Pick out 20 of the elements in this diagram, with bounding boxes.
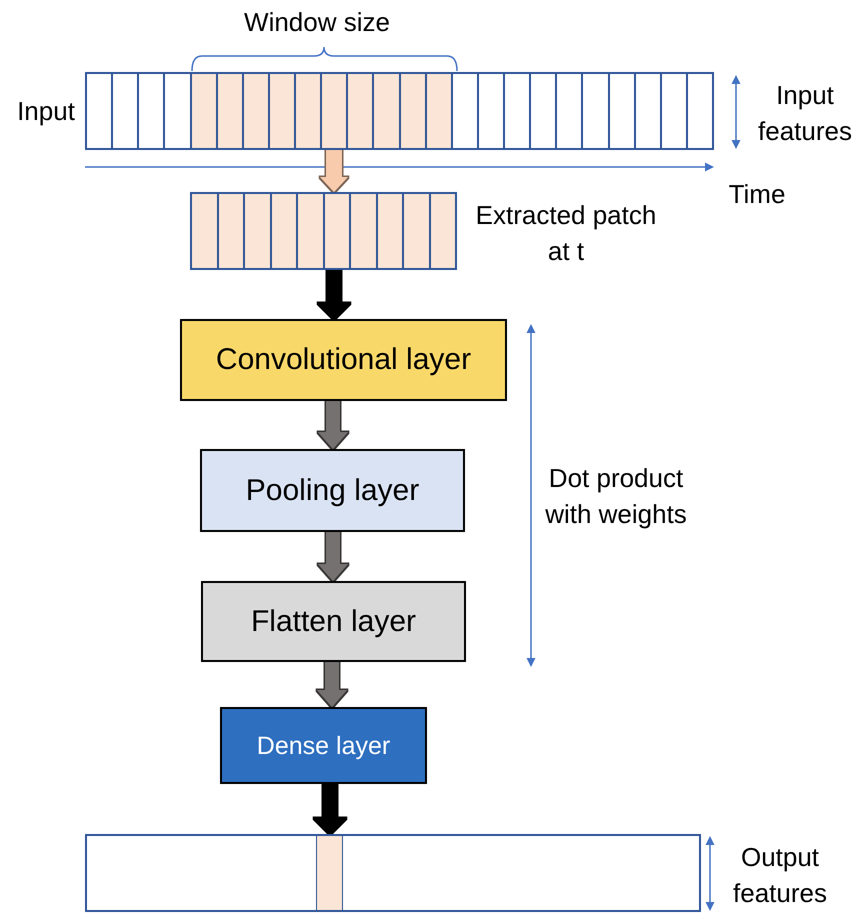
arrow: [318, 532, 348, 581]
layer-box: Convolutional layer: [180, 319, 507, 401]
layer-box: Flatten layer: [201, 581, 466, 662]
patch-strip: [190, 192, 457, 270]
layer-box: Pooling layer: [200, 449, 465, 532]
arrow: [320, 150, 348, 192]
strip-label: Input: [17, 95, 75, 128]
arrow: [314, 784, 346, 834]
strip-label: Extracted patch at t: [474, 199, 658, 268]
arrow: [318, 270, 350, 319]
dimension-label: Dot product with weights: [544, 462, 688, 531]
output-strip: [85, 834, 701, 912]
arrow: [318, 401, 348, 449]
dimension-label: Output features: [732, 841, 828, 910]
dimension-label: Input features: [757, 79, 853, 148]
input-strip: [85, 72, 714, 150]
arrow: [317, 662, 347, 707]
bracket-label: Window size: [244, 6, 390, 39]
axis-label: Time: [728, 178, 786, 211]
layer-box: Dense layer: [220, 707, 427, 784]
